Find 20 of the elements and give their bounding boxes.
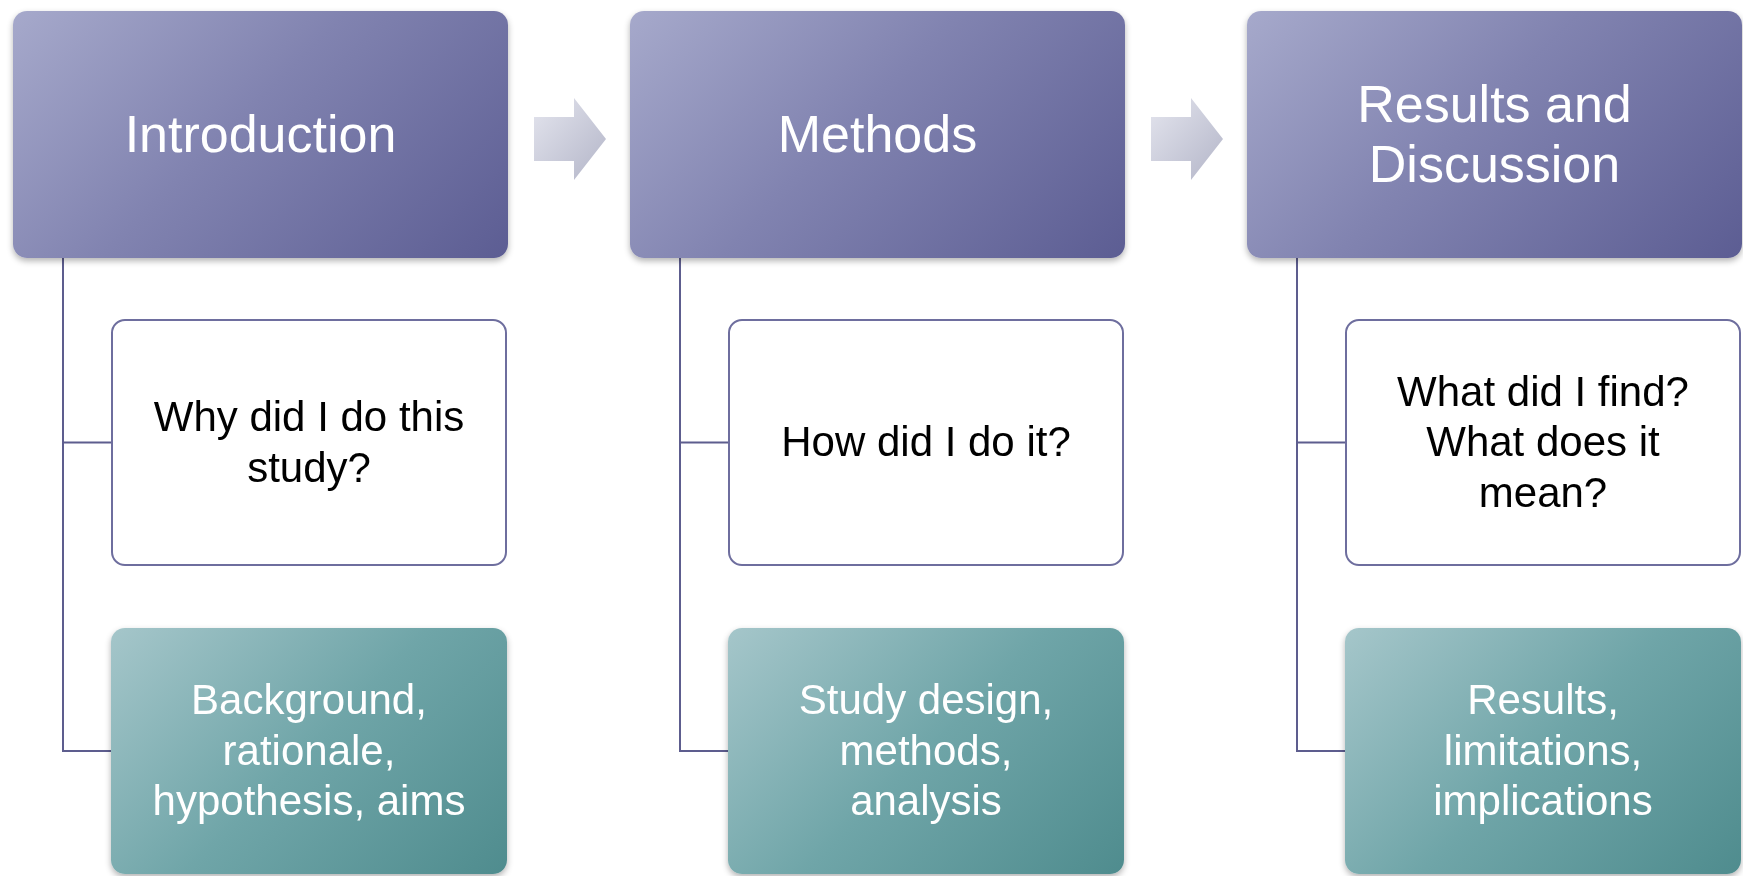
section-header-box: [630, 11, 1125, 258]
section-header-box: [13, 11, 508, 258]
block-arrow: [534, 98, 606, 180]
question-box: [111, 319, 507, 566]
detail-box: [728, 628, 1124, 874]
question-box: [728, 319, 1124, 566]
box-text: Results and Discussion: [1356, 74, 1633, 195]
section-header-box: [1247, 11, 1742, 258]
detail-box: [1345, 628, 1741, 874]
box-text: Introduction: [124, 104, 397, 165]
block-arrow: [1151, 98, 1223, 180]
box-text: Background, rationale, hypothesis, aims: [151, 675, 467, 827]
box-text: Study design, methods, analysis: [797, 675, 1055, 827]
detail-box: [111, 628, 507, 874]
question-box: [1345, 319, 1741, 566]
box-text: Results, limitations, implications: [1432, 675, 1654, 827]
box-text: What did I find? What does it mean?: [1396, 366, 1690, 518]
box-text: Methods: [777, 104, 978, 165]
box-text: How did I do it?: [781, 417, 1071, 468]
box-text: Why did I do this study?: [152, 392, 466, 493]
